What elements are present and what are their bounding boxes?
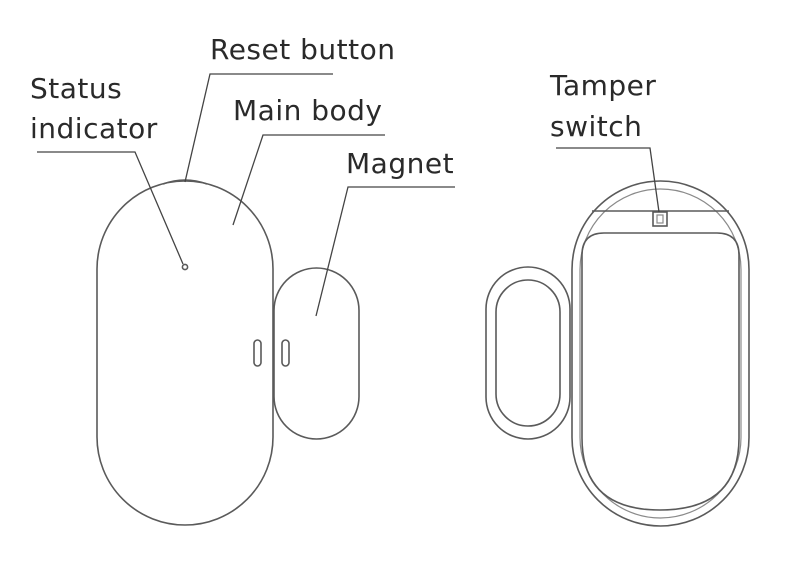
main-body-outline	[96, 180, 274, 526]
main-body-slot	[253, 339, 262, 367]
battery-compartment	[581, 232, 740, 511]
label-status-line2: indicator	[30, 112, 158, 145]
status-indicator-dot	[181, 263, 189, 271]
front-view	[96, 179, 360, 526]
leader-status-indicator	[37, 151, 184, 265]
label-magnet: Magnet	[346, 147, 454, 180]
tamper-switch-inner	[656, 214, 664, 224]
main-body-back-outer	[571, 180, 750, 527]
leader-tamper-switch	[556, 147, 660, 213]
back-view	[485, 180, 750, 527]
magnet-slot	[281, 339, 290, 367]
label-tamper-line1: Tamper	[549, 69, 656, 102]
magnet-back-inner	[495, 279, 561, 427]
leader-main-body	[232, 134, 385, 226]
main-body-back-inner-rim	[579, 188, 742, 519]
leader-lines	[37, 73, 660, 317]
tamper-switch-shape	[652, 211, 668, 227]
leader-magnet	[315, 186, 455, 317]
leader-reset-button	[184, 73, 333, 183]
labels: Reset button Status indicator Main body …	[30, 33, 656, 180]
label-status-line1: Status	[30, 72, 122, 105]
label-tamper-line2: switch	[550, 110, 642, 143]
magnet-back-outer	[485, 266, 571, 440]
label-main-body: Main body	[233, 94, 383, 127]
magnet-outline	[273, 267, 360, 440]
label-reset-button: Reset button	[210, 33, 395, 66]
